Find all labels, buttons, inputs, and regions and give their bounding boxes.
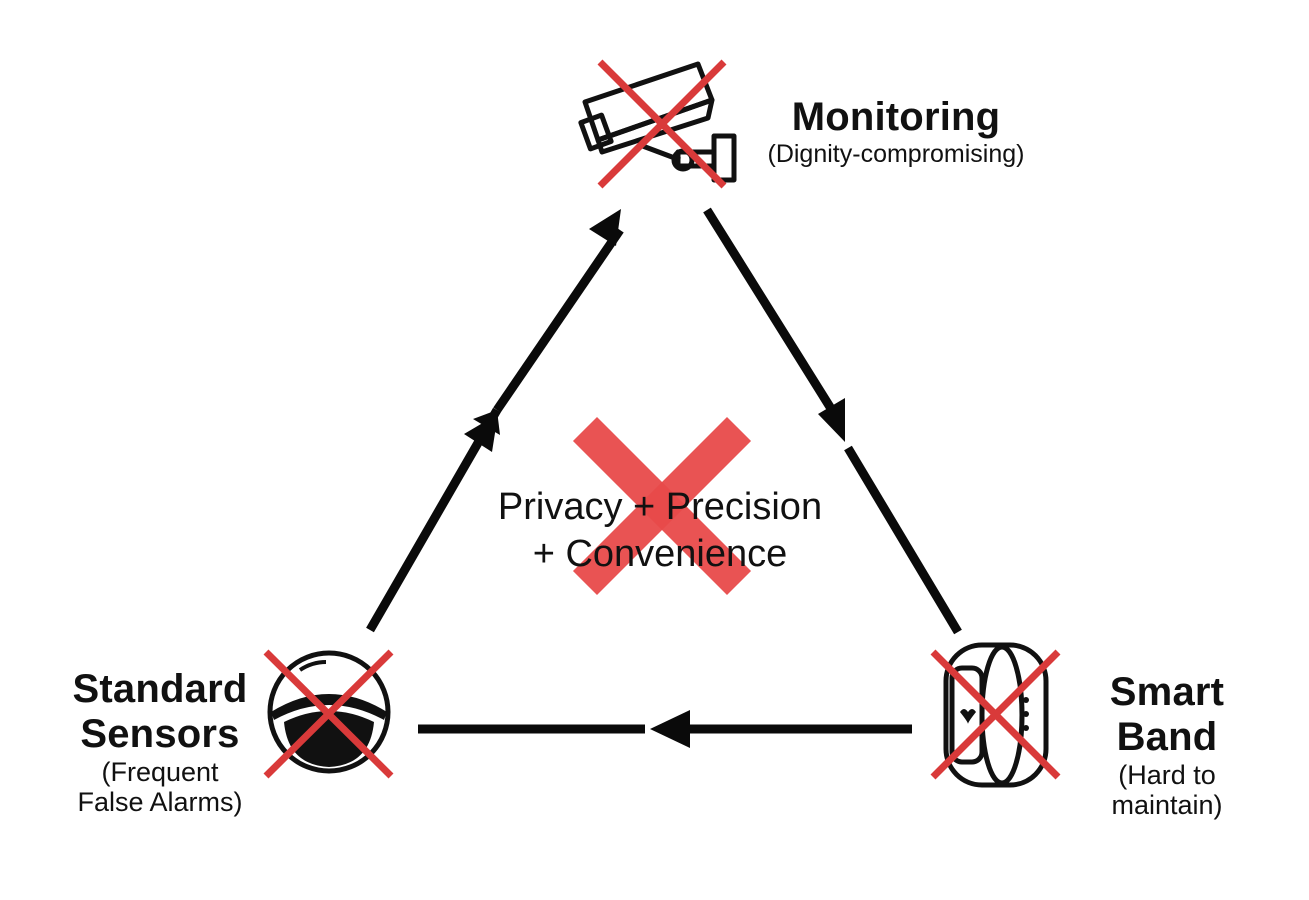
node-monitoring-label: Monitoring (Dignity-compromising) xyxy=(746,95,1046,168)
band-subtitle-line1: (Hard to xyxy=(1118,759,1216,790)
center-text-line2: + Convenience xyxy=(532,533,788,576)
monitoring-subtitle: (Dignity-compromising) xyxy=(767,139,1025,168)
edge-monitoring-to-band xyxy=(703,207,962,635)
node-smart-band-label: Smart Band (Hard to maintain) xyxy=(1062,670,1272,820)
sensors-subtitle-line1: (Frequent xyxy=(101,756,219,787)
node-standard-sensors-label: Standard Sensors (Frequent False Alarms) xyxy=(40,667,280,817)
dome-sensor-icon xyxy=(267,650,391,774)
band-subtitle-line2: maintain) xyxy=(1111,789,1223,820)
smart-band-icon xyxy=(943,642,1049,788)
sensors-title-line2: Sensors xyxy=(80,711,240,756)
band-cross-icon xyxy=(930,649,1061,780)
center-cross-icon xyxy=(572,416,752,596)
band-title-line1: Smart xyxy=(1109,670,1225,714)
band-title-line2: Band xyxy=(1116,714,1218,759)
edge-band-to-sensors xyxy=(418,710,912,748)
monitoring-cross-icon xyxy=(597,59,727,189)
sensors-cross-icon xyxy=(263,649,394,779)
edge-sensors-to-monitoring xyxy=(366,209,624,633)
center-text: Privacy + Precision + Convenience xyxy=(455,484,865,578)
security-camera-icon xyxy=(578,61,737,183)
sensors-subtitle-line2: False Alarms) xyxy=(77,786,243,817)
center-text-line1: Privacy + Precision xyxy=(497,486,823,528)
monitoring-title: Monitoring xyxy=(791,95,1001,139)
sensors-title-line1: Standard xyxy=(72,667,248,711)
